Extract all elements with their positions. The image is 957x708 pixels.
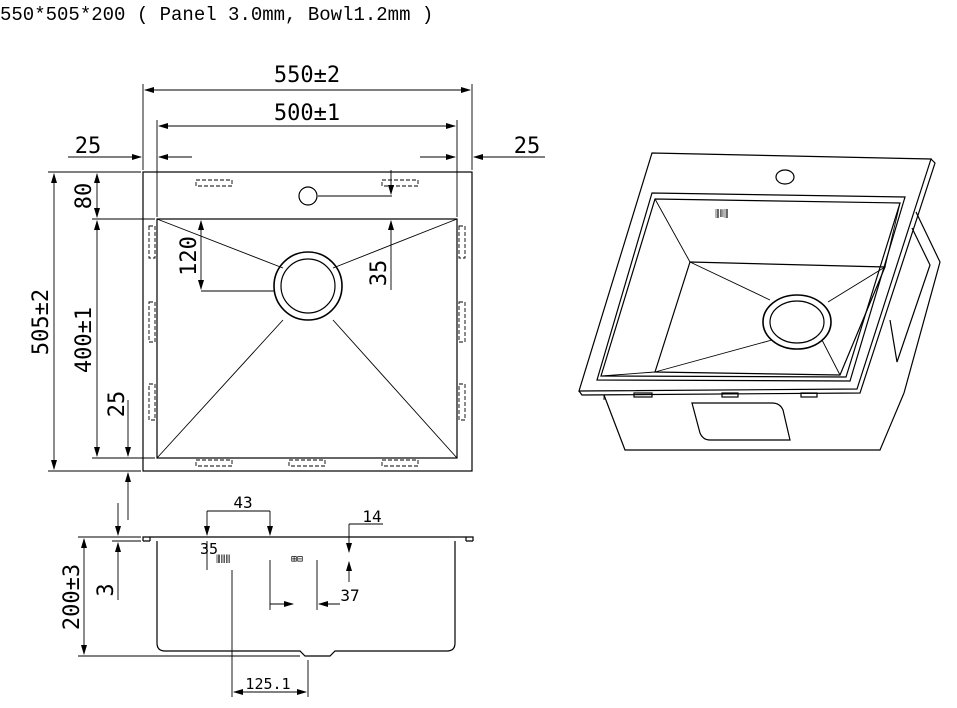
dim-clip-spacing: 14 — [362, 507, 381, 526]
dim-panel-thickness: 3 — [94, 583, 119, 596]
bowl-outline — [156, 218, 458, 459]
panel-outline — [142, 171, 473, 472]
dim-bottom-margin: 25 — [105, 391, 130, 418]
dim-overall-depth: 505±2 — [29, 289, 54, 355]
dim-clip-height: 35 — [200, 540, 218, 558]
dim-bowl-width: 500±1 — [274, 101, 340, 126]
top-view: 550±2 500±1 25 25 505±2 400±1 80 25 — [29, 63, 545, 520]
dim-tap-offset: 120 — [177, 236, 202, 276]
iso-overflow-mark: ⫼⦀⫼ — [715, 209, 729, 220]
dim-tap-to-edge: 35 — [367, 260, 392, 287]
side-view: ⫴⦀⦀ ⊞⊟ 200±3 3 43 14 35 37 125. — [60, 493, 474, 697]
isometric-view: ⫼⦀⫼ — [578, 152, 941, 451]
clip-marks — [148, 179, 466, 467]
dim-drain-width: 37 — [340, 586, 359, 605]
iso-drain-inner — [769, 300, 825, 344]
tap-hole — [298, 186, 318, 206]
iso-drain-outer — [762, 294, 832, 350]
dim-bowl-depth: 400±1 — [72, 307, 97, 373]
clip-glyph-2: ⊞⊟ — [291, 554, 303, 565]
iso-tap-hole — [775, 169, 795, 185]
spec-title: 550*505*200 ( Panel 3.0mm, Bowl1.2mm ) — [0, 4, 434, 26]
iso-clips — [633, 392, 818, 398]
dim-height: 200±3 — [60, 564, 85, 630]
dim-overall-width: 550±2 — [274, 63, 340, 88]
clip-glyph: ⫴⦀⦀ — [216, 553, 230, 566]
dim-top-margin: 80 — [72, 183, 97, 210]
drain-outer — [273, 251, 343, 321]
dim-drain-offset: 125.1 — [245, 675, 290, 693]
dim-clip-offset: 43 — [233, 493, 252, 512]
drain-inner — [280, 258, 336, 314]
dim-margin-left: 25 — [75, 134, 102, 159]
dim-margin-right: 25 — [514, 134, 541, 159]
